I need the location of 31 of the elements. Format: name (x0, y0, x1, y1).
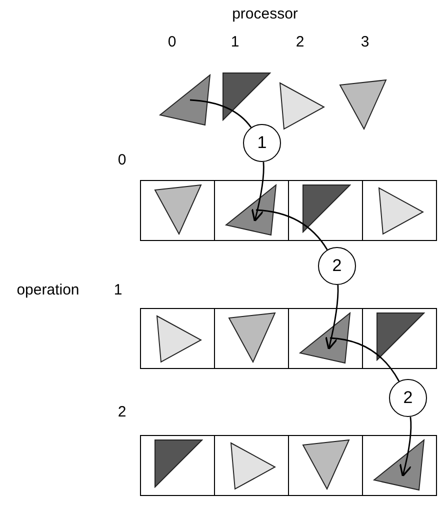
triangle-shape (159, 74, 211, 126)
arrow (251, 162, 264, 222)
triangle-shape (302, 439, 350, 490)
triangle-shape (299, 312, 351, 364)
column-number: 2 (296, 34, 304, 50)
triangle-shape (230, 442, 276, 490)
column-number: 0 (168, 34, 176, 50)
triangle-shape (339, 79, 387, 130)
row-number: 0 (118, 152, 126, 168)
step-circle: 2 (389, 379, 427, 417)
row-number: 2 (118, 404, 126, 420)
arrow (399, 416, 412, 477)
triangle-shape (154, 184, 202, 235)
axis-title: processor (232, 6, 298, 22)
triangle-shape (279, 82, 325, 130)
triangle-shape (378, 187, 424, 235)
arrow (325, 284, 339, 350)
column-number: 1 (230, 34, 240, 50)
triangle-shape (373, 439, 425, 491)
triangle-shape (222, 72, 271, 121)
triangle-shape (302, 184, 351, 233)
triangle-shape (154, 439, 203, 488)
axis-title: operation (16, 282, 80, 298)
triangle-shape (225, 184, 277, 236)
triangle-shape (376, 312, 425, 361)
step-circle: 1 (243, 124, 281, 162)
triangle-shape (228, 312, 276, 363)
row-number: 1 (114, 282, 122, 298)
step-circle: 2 (318, 247, 356, 285)
column-number: 3 (360, 34, 370, 50)
triangle-shape (156, 315, 202, 363)
